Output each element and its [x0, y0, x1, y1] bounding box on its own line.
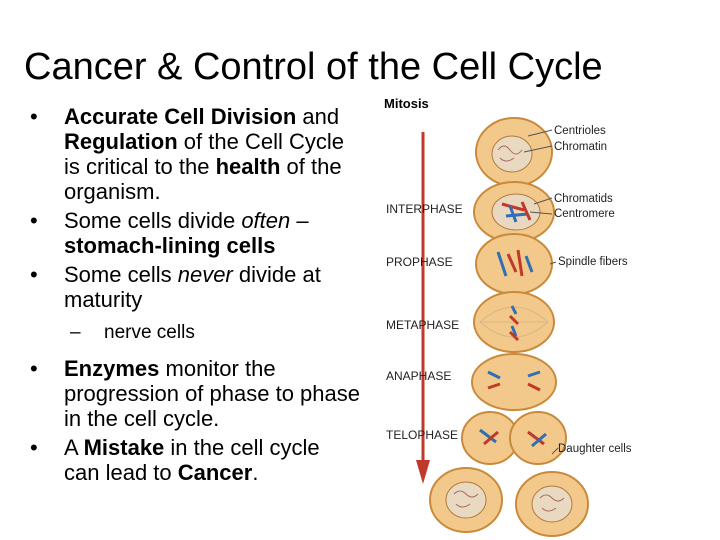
phase-label-prophase: PROPHASE	[386, 255, 453, 269]
bullet-text-run: stomach-lining cells	[64, 233, 276, 258]
bullet-text-run: health	[215, 154, 281, 179]
bullet-dot: •	[30, 208, 38, 233]
cell-anaphase	[471, 353, 557, 411]
callout-line-centromere	[529, 211, 553, 215]
bullet-text-run: .	[252, 460, 259, 485]
phase-label-telophase: TELOPHASE	[386, 428, 458, 442]
bullet-text-run: of the organism.	[64, 154, 342, 204]
bullet-text-run: Enzymes	[64, 356, 160, 381]
callout-line-centrioles	[527, 129, 553, 137]
callout-line-spindle	[549, 261, 557, 265]
callout-line-daughter	[551, 447, 559, 455]
sub-bullet-dash: –	[70, 322, 81, 343]
callout-chromatin: Chromatin	[554, 141, 607, 153]
bullet-text-run: Accurate Cell Division	[64, 104, 297, 129]
bullet-text-run: and	[296, 104, 340, 129]
bullet-dot: •	[30, 104, 38, 129]
bullet-text-run: divide at maturity	[64, 262, 321, 312]
bullet-text-run: –	[290, 208, 309, 233]
cell-telophase	[461, 411, 567, 465]
callout-line-chromatids	[533, 197, 553, 205]
cell-metaphase	[473, 291, 555, 353]
bullet-text-run: A	[64, 435, 84, 460]
bullet-dot: •	[30, 435, 38, 460]
bullet-dot: •	[30, 356, 38, 381]
phase-label-interphase: INTERPHASE	[386, 202, 463, 216]
bullet-text-run: often	[241, 208, 291, 233]
slide-title: Cancer & Control of the Cell Cycle	[24, 46, 603, 88]
callout-daughter-cells: Daughter cells	[558, 443, 632, 455]
sub-bullet-text: nerve cells	[104, 322, 195, 343]
cell-top	[475, 117, 553, 187]
bullet-item: • Some cells divide often – stomach-linin…	[30, 208, 360, 258]
bullet-group-bottom: • Enzymes monitor the progression of phas…	[30, 356, 360, 485]
bullet-item: • Accurate Cell Division and Regulation o…	[30, 104, 360, 204]
bullet-text-run: in the cell cycle can lead to	[64, 435, 320, 485]
bullet-item: • Some cells never divide at maturity	[30, 262, 360, 312]
callout-centrioles: Centrioles	[554, 125, 606, 137]
bullet-group-top: • Accurate Cell Division and Regulation o…	[30, 104, 360, 312]
bullet-text-run: of the Cell Cycle is critical to the	[64, 129, 344, 179]
callout-spindle-fibers: Spindle fibers	[558, 256, 628, 268]
bullet-text-run: Regulation	[64, 129, 178, 154]
bullet-item: • Enzymes monitor the progression of phas…	[30, 356, 360, 431]
phase-label-metaphase: METAPHASE	[386, 318, 459, 332]
bullet-text-run: never	[177, 262, 233, 287]
bullet-text-run: Mistake	[83, 435, 165, 460]
bullet-text-run: monitor the progression of phase to phas…	[64, 356, 360, 431]
progression-arrow-head	[416, 460, 430, 484]
bullet-item: • A Mistake in the cell cycle can lead to…	[30, 435, 360, 485]
bullet-list: • Accurate Cell Division and Regulation o…	[30, 104, 360, 489]
diagram-heading: Mitosis	[384, 96, 429, 111]
bullet-dot: •	[30, 262, 38, 287]
callout-centromere: Centromere	[554, 208, 615, 220]
daughter-cells	[429, 467, 589, 537]
callout-line-chromatin	[523, 145, 553, 153]
cell-interphase	[473, 181, 555, 243]
bullet-text-run: Cancer	[177, 460, 253, 485]
sub-bullet: – nerve cells	[30, 322, 360, 344]
phase-label-anaphase: ANAPHASE	[386, 369, 451, 383]
mitosis-diagram: Mitosis INTERPHASE PROPHASE METAPHASE AN…	[384, 96, 632, 537]
callout-chromatids: Chromatids	[554, 193, 613, 205]
bullet-text-run: Some cells	[64, 262, 178, 287]
cell-prophase	[475, 233, 553, 295]
bullet-text-run: Some cells divide	[64, 208, 242, 233]
